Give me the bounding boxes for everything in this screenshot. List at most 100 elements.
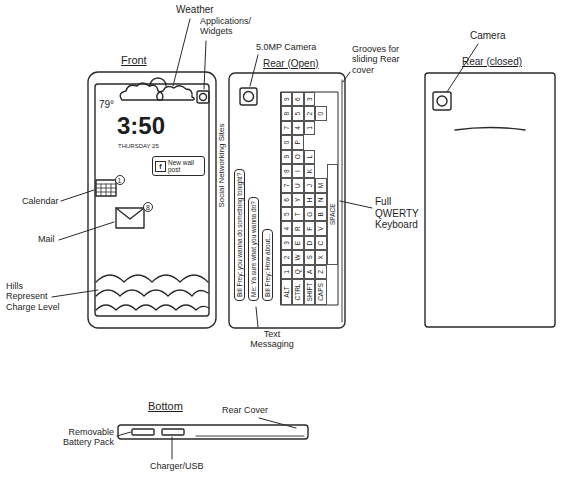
- callout-label: Removable Battery Pack: [58, 427, 114, 448]
- keyboard-key: 9: [281, 150, 292, 164]
- callout-label: Mail: [38, 234, 55, 244]
- callout-label: 3:50: [117, 114, 165, 138]
- phone-outline: [425, 73, 555, 327]
- leader-line: [204, 41, 206, 89]
- callout-label: Applications/ Widgets: [200, 16, 270, 37]
- usb-port: [162, 429, 184, 435]
- callout-label: Grooves for sliding Rear cover: [352, 44, 400, 75]
- keyboard-key: 1: [304, 121, 315, 135]
- message-bubble: Bill Frey: How about...: [262, 229, 273, 301]
- leader-line: [447, 44, 478, 92]
- hill-row: [96, 305, 209, 310]
- keyboard-key: H: [304, 193, 315, 207]
- keyboard-key: J: [304, 178, 315, 192]
- keyboard-key: 0: [315, 106, 326, 120]
- keyboard-key: E: [292, 236, 303, 250]
- callout-label: Rear (closed): [462, 56, 522, 68]
- keyboard-key: Q: [292, 265, 303, 279]
- rear-camera-housing: [240, 88, 257, 105]
- message-list: Bill Frey: you wanna do something tonigh…: [233, 112, 279, 304]
- keyboard-key: 8: [281, 164, 292, 178]
- keyboard-key: 2: [281, 250, 292, 264]
- keyboard-key: 3: [281, 236, 292, 250]
- screen-outline: [95, 84, 209, 316]
- callout-label: Rear Cover: [222, 405, 268, 415]
- cloud: [157, 86, 195, 100]
- front-camera-housing: [197, 91, 209, 103]
- phone-outline: [88, 72, 216, 328]
- leader-line: [59, 222, 114, 240]
- keyboard-key: R: [292, 221, 303, 235]
- phone-outline: [229, 73, 345, 328]
- keyboard-key: A: [304, 265, 315, 279]
- keyboard-key: C: [315, 236, 326, 250]
- leader-line: [343, 72, 350, 82]
- keyboard-key: U: [292, 178, 303, 192]
- keyboard-key: K: [304, 164, 315, 178]
- phone-bottom-outline: [118, 425, 308, 439]
- keyboard-key: SHIFT: [304, 279, 315, 305]
- keyboard-outline: [281, 92, 338, 305]
- mail-icon: [116, 208, 144, 228]
- cover-edge: [455, 128, 525, 131]
- callout-label: Camera: [470, 30, 506, 42]
- badge-number: 8: [146, 204, 150, 211]
- keyboard-key: 1: [281, 265, 292, 279]
- notification-box: fNew wall post: [152, 156, 205, 176]
- callout-label: Full QWERTY Keyboard: [375, 196, 427, 231]
- callout-label: Calendar: [22, 196, 59, 206]
- leader-line: [117, 432, 131, 436]
- leader-line: [52, 290, 98, 297]
- keyboard-key: T: [292, 207, 303, 221]
- callout-label: Bottom: [148, 400, 183, 413]
- front-camera: [200, 94, 207, 101]
- battery-slot: [132, 429, 154, 435]
- leader-line: [172, 437, 173, 459]
- keyboard-key: 6: [292, 92, 303, 106]
- logo-letter: f: [155, 161, 166, 172]
- keyboard-key: S: [304, 250, 315, 264]
- qwerty-keyboard: ALT1234567890CTRLQWERTYUIOPSHIFTASDFGHJK…: [281, 92, 338, 305]
- keyboard-key: 6: [281, 193, 292, 207]
- message-text: Bill Frey: you wanna do something tonigh…: [236, 173, 243, 297]
- keyboard-key: F: [304, 221, 315, 235]
- keyboard-key: 9: [281, 92, 292, 106]
- keyboard-key: 7: [281, 121, 292, 135]
- keyboard-key: M: [315, 178, 326, 192]
- keyboard-key: G: [304, 207, 315, 221]
- keyboard-key: Y: [292, 193, 303, 207]
- callout-label: Front: [121, 54, 147, 67]
- keyboard-key: D: [304, 236, 315, 250]
- callout-label: 5.0MP Camera: [256, 42, 316, 52]
- keyboard-key: L: [304, 150, 315, 164]
- leader-line: [340, 201, 372, 208]
- callout-label: THURSDAY 25: [118, 143, 159, 150]
- callout-label: Hills Represent Charge Level: [6, 281, 64, 312]
- keyboard-key: CTRL: [292, 279, 303, 305]
- mail-flap: [116, 208, 144, 219]
- leader-line: [259, 418, 296, 428]
- message-text: Me: Ya sure what you wanna do?: [250, 201, 257, 297]
- keyboard-key: W: [292, 250, 303, 264]
- leader-line: [61, 190, 94, 201]
- callout-label: Charger/USB: [150, 461, 204, 471]
- leader-line: [173, 19, 190, 86]
- message-text: Bill Frey: How about...: [264, 233, 271, 297]
- count-badge: 8: [143, 202, 153, 212]
- keyboard-key: 7: [281, 178, 292, 192]
- calendar-icon: [96, 180, 116, 196]
- message-bubble: Bill Frey: you wanna do something tonigh…: [234, 169, 245, 301]
- keyboard-key: V: [315, 221, 326, 235]
- count-badge: 1: [115, 175, 125, 185]
- notification-text: New wall post: [168, 159, 202, 173]
- keyboard-key: O: [292, 150, 303, 164]
- keyboard-key: CAPS: [315, 279, 326, 305]
- rear-camera: [437, 96, 447, 106]
- keyboard-key: 2: [304, 106, 315, 120]
- message-bubble: Me: Ya sure what you wanna do?: [248, 197, 259, 301]
- hill-row: [96, 290, 208, 296]
- keyboard-key: 0: [281, 135, 292, 149]
- rear-cover-seam: [196, 436, 304, 437]
- callout-label: 79°: [99, 99, 114, 111]
